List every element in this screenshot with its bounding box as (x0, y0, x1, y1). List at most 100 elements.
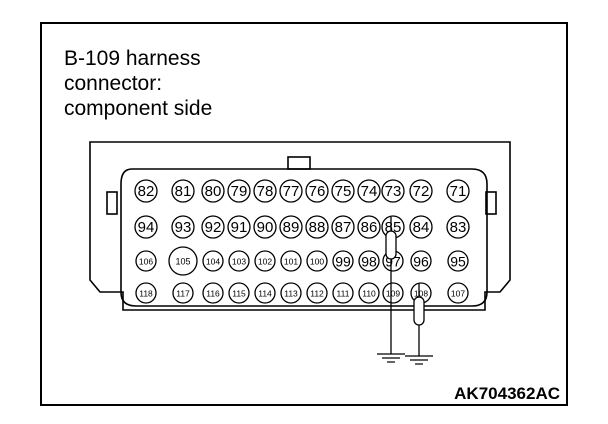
pin-label: 80 (205, 183, 222, 200)
pin-label: 94 (138, 219, 155, 236)
pin-90: 90 (253, 215, 277, 239)
pin-102: 102 (254, 250, 276, 272)
pin-cavity (168, 246, 198, 276)
pin-cavity (254, 250, 276, 272)
pin-cavity (305, 215, 329, 239)
pin-cavity (171, 215, 195, 239)
probe-body (385, 230, 397, 260)
pin-cavity (280, 250, 302, 272)
pin-label: 100 (310, 257, 324, 267)
pin-label: 77 (283, 183, 300, 200)
right-guide (485, 191, 497, 215)
pin-cavity (280, 282, 302, 304)
pin-112: 112 (306, 282, 328, 304)
pin-81: 81 (171, 179, 195, 203)
pin-label: 112 (310, 289, 324, 299)
pin-cavity (358, 282, 380, 304)
pin-label: 87 (335, 219, 352, 236)
pin-cavity (253, 215, 277, 239)
pin-label: 72 (413, 183, 430, 200)
pin-label: 89 (283, 219, 300, 236)
pin-109: 109 (382, 282, 404, 304)
pin-cavity (447, 250, 469, 272)
pin-82: 82 (134, 179, 158, 203)
pin-cavity (382, 282, 404, 304)
locking-tab (287, 156, 311, 170)
pin-99: 99 (332, 250, 354, 272)
pin-cavity (202, 282, 224, 304)
pin-77: 77 (279, 179, 303, 203)
pin-cavity (135, 282, 157, 304)
pin-label: 81 (175, 183, 192, 200)
pin-cavity (305, 179, 329, 203)
pin-101: 101 (280, 250, 302, 272)
pin-83: 83 (446, 215, 470, 239)
pin-label: 102 (258, 257, 272, 267)
pin-cavity (410, 250, 432, 272)
pin-cavity (134, 215, 158, 239)
pin-label: 90 (257, 219, 274, 236)
pin-75: 75 (331, 179, 355, 203)
pin-87: 87 (331, 215, 355, 239)
pin-118: 118 (135, 282, 157, 304)
figure-frame (40, 22, 568, 406)
pin-label: 82 (138, 183, 155, 200)
pin-cavity (409, 179, 433, 203)
pin-label: 101 (284, 257, 298, 267)
title-line-3: component side (64, 97, 213, 120)
pin-cavity (446, 215, 470, 239)
outer-shell (89, 141, 511, 311)
pin-label: 118 (139, 289, 153, 299)
pin-96: 96 (410, 250, 432, 272)
probe-pin-108 (405, 283, 433, 365)
pin-label: 113 (284, 289, 298, 299)
pin-88: 88 (305, 215, 329, 239)
pin-cavity (171, 179, 195, 203)
pin-73: 73 (381, 179, 405, 203)
pin-78: 78 (253, 179, 277, 203)
pin-label: 105 (175, 257, 190, 267)
pin-label: 84 (413, 219, 430, 236)
pin-label: 74 (361, 183, 378, 200)
pin-label: 78 (257, 183, 274, 200)
pin-cavity (381, 179, 405, 203)
pin-cavity (172, 282, 194, 304)
pin-cavity (279, 179, 303, 203)
pin-cavity (332, 250, 354, 272)
pin-100: 100 (306, 250, 328, 272)
pin-cavity (254, 282, 276, 304)
pin-91: 91 (227, 215, 251, 239)
pin-104: 104 (202, 250, 224, 272)
pin-cavity (201, 215, 225, 239)
pin-72: 72 (409, 179, 433, 203)
pin-92: 92 (201, 215, 225, 239)
pin-label: 110 (362, 289, 376, 299)
pin-cavity (201, 179, 225, 203)
pin-94: 94 (134, 215, 158, 239)
pin-label: 116 (206, 289, 220, 299)
pin-label: 73 (385, 183, 402, 200)
pin-label: 83 (450, 219, 467, 236)
pin-113: 113 (280, 282, 302, 304)
title-line-2: connector: (64, 72, 163, 95)
pin-103: 103 (228, 250, 250, 272)
pin-76: 76 (305, 179, 329, 203)
pin-cavity (135, 250, 157, 272)
pin-cavity (447, 282, 469, 304)
pin-label: 108 (414, 289, 428, 299)
pin-89: 89 (279, 215, 303, 239)
pin-label: 88 (309, 219, 326, 236)
pin-114: 114 (254, 282, 276, 304)
pin-label: 107 (451, 289, 465, 299)
pin-93: 93 (171, 215, 195, 239)
pin-label: 98 (361, 254, 377, 270)
pin-74: 74 (357, 179, 381, 203)
probe-body (413, 296, 425, 326)
pin-cavity (228, 250, 250, 272)
pin-label: 93 (175, 219, 192, 236)
pin-label: 86 (361, 219, 378, 236)
pin-86: 86 (357, 215, 381, 239)
pin-label: 76 (309, 183, 326, 200)
